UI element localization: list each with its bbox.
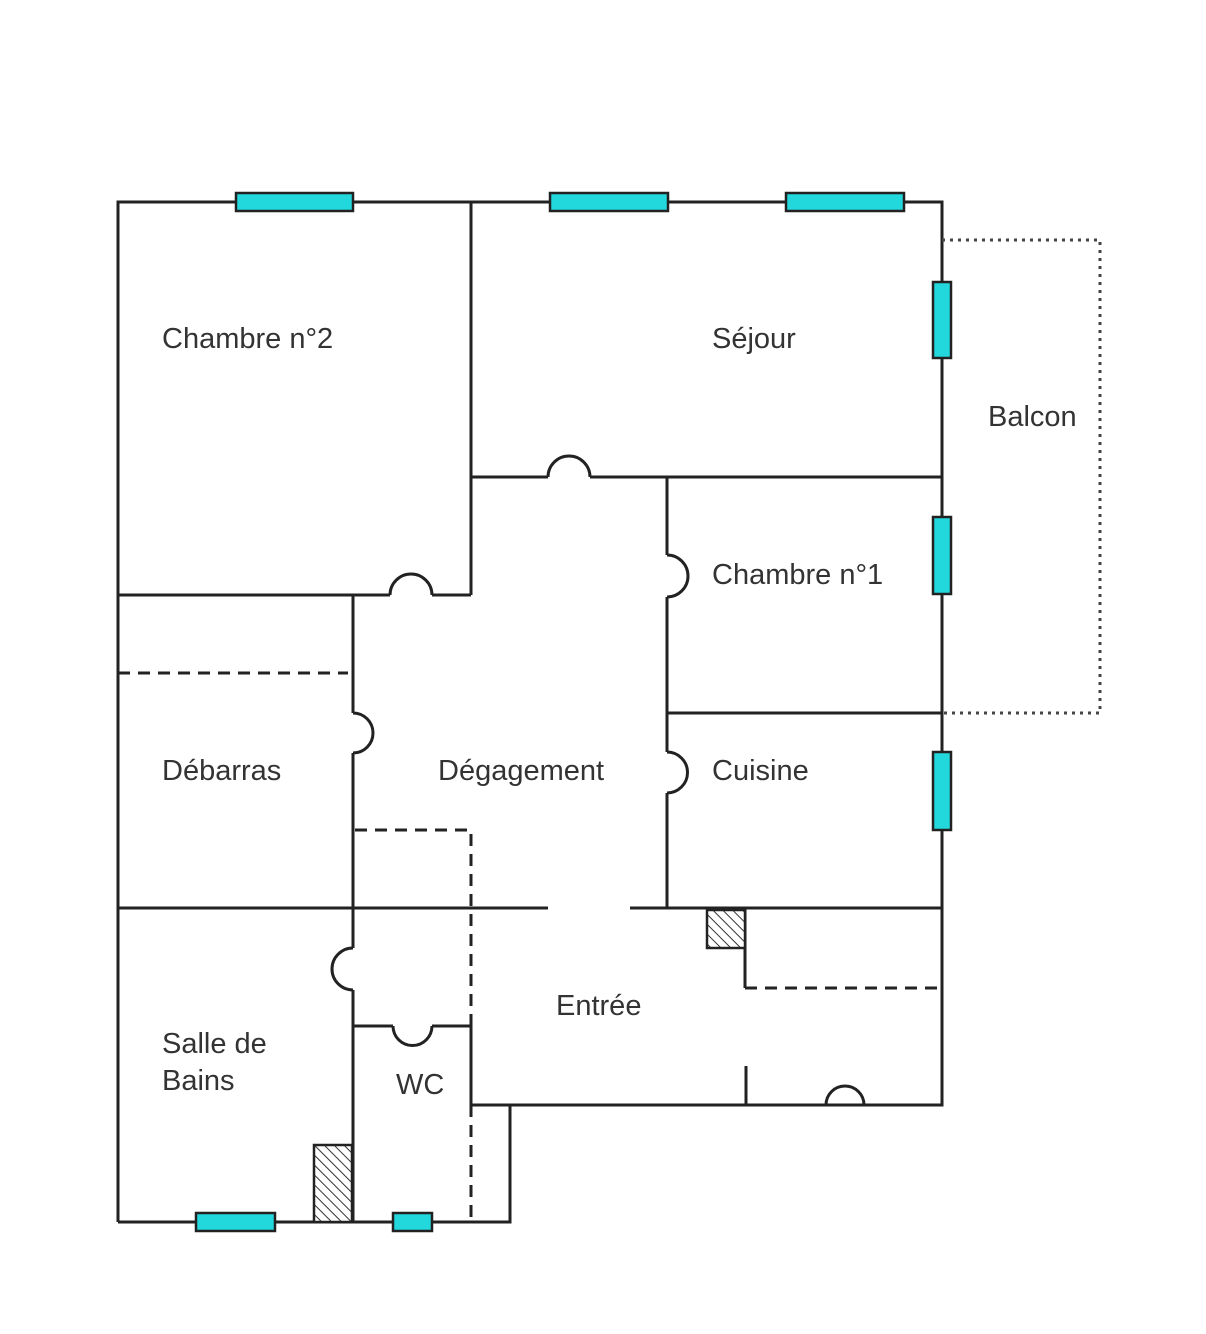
window (931, 280, 953, 360)
window (931, 750, 953, 832)
hatched-duct (705, 908, 747, 950)
label-balcon: Balcon (988, 401, 1077, 433)
interior-walls (118, 202, 942, 1222)
door-sejour (546, 454, 592, 478)
label-sejour: Séjour (712, 323, 796, 355)
door-salle-de-bains (330, 946, 354, 992)
label-salle-de-bains-2: Bains (162, 1065, 235, 1097)
door-chambre2 (388, 572, 434, 596)
doors (330, 454, 866, 1106)
door-debarras (352, 711, 375, 755)
door-entree (824, 1084, 866, 1106)
label-entree: Entrée (556, 990, 641, 1022)
ducts (312, 908, 747, 1224)
window (784, 191, 906, 213)
label-salle-de-bains-1: Salle de (162, 1028, 267, 1060)
balcony-outline (942, 238, 1102, 715)
label-wc: WC (396, 1069, 444, 1101)
partition-dashed (118, 671, 942, 1222)
window (931, 515, 953, 596)
window (548, 191, 670, 213)
label-debarras: Débarras (162, 755, 281, 787)
window (194, 1211, 277, 1233)
label-degagement: Dégagement (438, 755, 604, 787)
window (234, 191, 355, 213)
label-chambre1: Chambre n°1 (712, 559, 883, 591)
door-chambre1 (666, 553, 690, 599)
hatched-duct (312, 1143, 354, 1224)
label-cuisine: Cuisine (712, 755, 809, 787)
window (391, 1211, 434, 1233)
door-cuisine (666, 750, 689, 795)
door-wc (391, 1025, 434, 1047)
windows (194, 191, 953, 1233)
label-chambre2: Chambre n°2 (162, 323, 333, 355)
room-labels: Chambre n°2 Séjour Balcon Chambre n°1 Dé… (162, 323, 1077, 1101)
